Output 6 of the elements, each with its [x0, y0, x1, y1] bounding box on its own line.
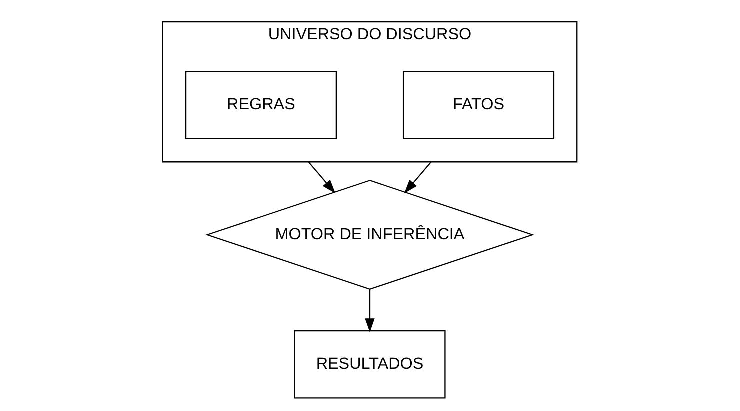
arrow	[404, 162, 432, 194]
node-box: REGRAS	[185, 71, 338, 140]
arrow	[308, 162, 336, 194]
node-box: FATOS	[402, 71, 555, 140]
arrow	[365, 289, 375, 332]
node-box: RESULTADOS	[294, 330, 446, 399]
